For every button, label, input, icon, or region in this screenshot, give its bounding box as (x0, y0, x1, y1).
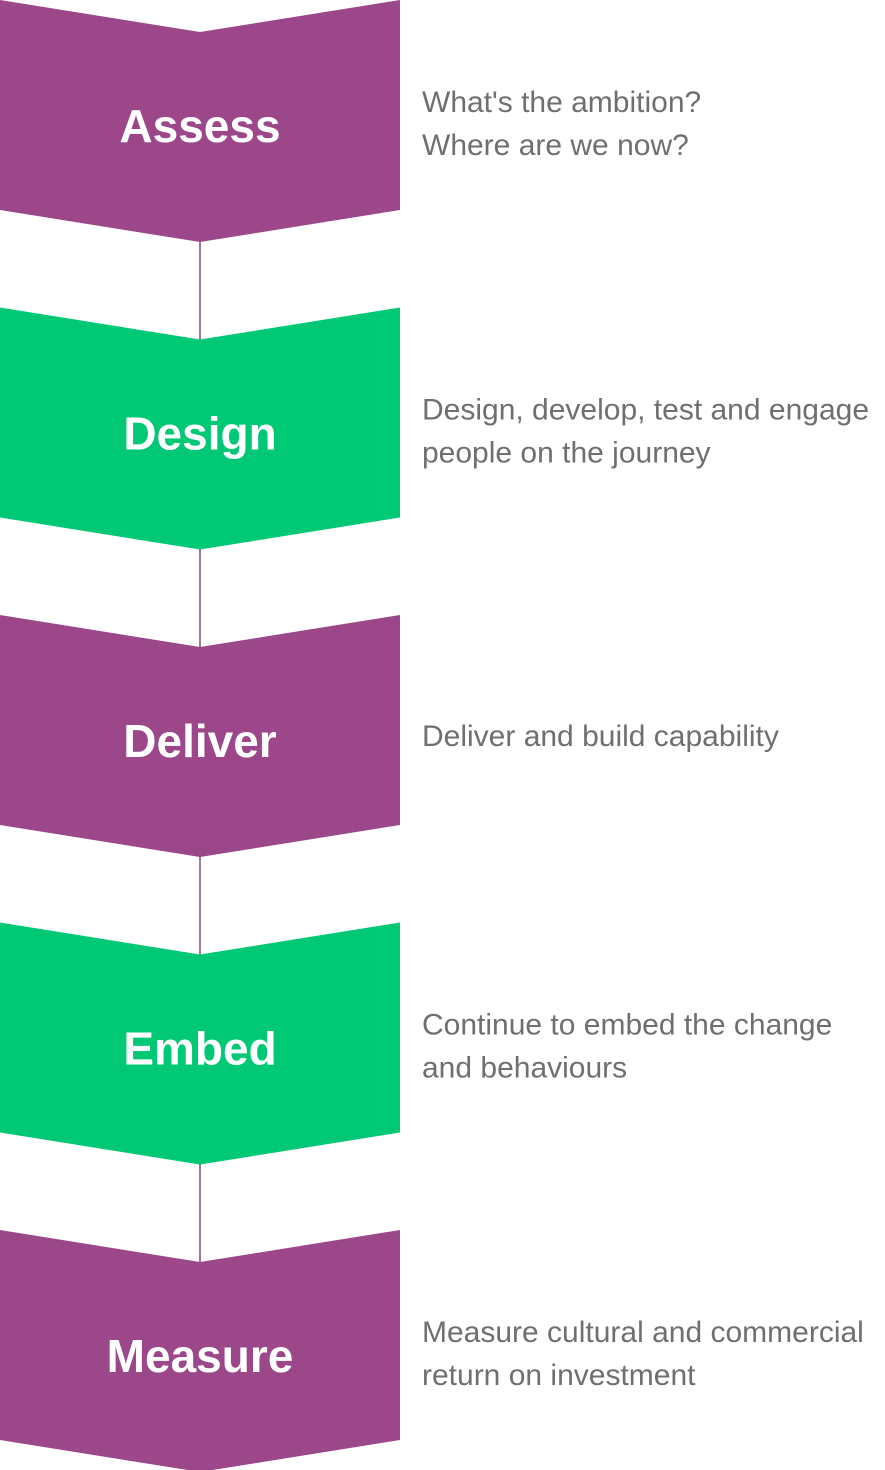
step-description-line: people on the journey (422, 437, 711, 470)
step-label: Embed (123, 1023, 276, 1075)
step-description-line: and behaviours (422, 1052, 627, 1085)
step-label: Assess (119, 100, 280, 152)
step-chevron-deliver (0, 615, 400, 857)
step-description-line: return on investment (422, 1359, 696, 1392)
step-chevron-measure (0, 1230, 400, 1470)
step-label: Measure (107, 1330, 294, 1382)
step-chevron-embed (0, 922, 400, 1165)
step-description-line: Where are we now? (422, 129, 689, 162)
step-description-line: Continue to embed the change (422, 1009, 832, 1042)
step-description-line: Measure cultural and commercial (422, 1316, 864, 1349)
step-label: Design (123, 408, 276, 460)
step-label: Deliver (123, 715, 277, 767)
step-description-line: Deliver and build capability (422, 720, 779, 753)
step-chevron-design (0, 307, 400, 550)
step-chevron-assess (0, 0, 400, 242)
step-description-line: Design, develop, test and engage (422, 394, 869, 427)
step-description-line: What's the ambition? (422, 86, 701, 119)
